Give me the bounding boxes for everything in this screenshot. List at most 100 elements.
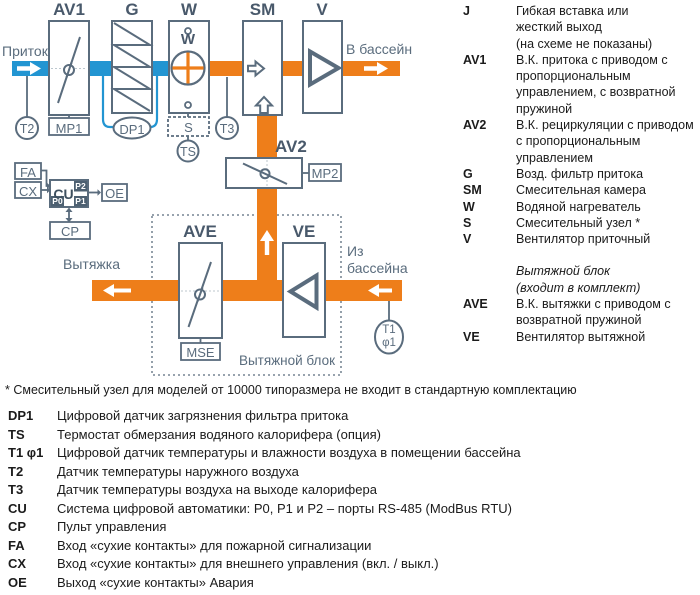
t1-phi1-sensor-label: T1 φ1 [375, 324, 403, 350]
cp-box [49, 221, 91, 240]
abbreviation-key: CX [8, 556, 27, 571]
w-unit-label: W [180, 0, 198, 19]
legend-definition: Вентилятор вытяжной [516, 329, 645, 345]
from-pool-line1: Из [347, 243, 364, 259]
water-heater-symbol [170, 27, 206, 109]
abbreviation-key: T1 φ1 [8, 445, 44, 460]
legend-key: V [463, 232, 472, 247]
legend-definition-line: пропорциональным [516, 69, 631, 84]
legend-definition-line: (на схеме не показаны) [516, 36, 653, 51]
abbreviation-definition: Цифровой датчик загрязнения фильтра прит… [57, 408, 349, 423]
sm-unit-label: SM [249, 0, 276, 19]
legend-key: VE [463, 329, 480, 344]
footnote: * Смесительный узел для моделей от 10000… [5, 383, 577, 397]
legend-definition-line: Смесительный узел * [516, 215, 641, 230]
exhaust-flow-label: Вытяжка [63, 256, 120, 272]
mixing-chamber-arrows [247, 59, 275, 114]
ts-sensor-circle [176, 139, 200, 163]
legend-definition-line: Вентилятор вытяжной [516, 329, 646, 344]
cp-label: CP [60, 224, 80, 239]
sm-right-arrow-icon [247, 59, 266, 78]
legend-key: W [463, 199, 475, 214]
mp2-label: MP2 [311, 166, 339, 181]
av2-damper-symbol [242, 162, 288, 185]
abbreviation-definition: Термостат обмерзания водяного калорифера… [57, 426, 381, 442]
legend-key: J [463, 4, 470, 18]
mse-box [180, 342, 221, 361]
abbreviation-definition: Выход «сухие контакты» Авария [57, 574, 254, 590]
t1-sensor-ellipse [374, 319, 404, 355]
legend-row: V Вентилятор приточный [463, 231, 700, 247]
av1-unit-label: AV1 [53, 0, 85, 19]
t1-label-line2: φ1 [382, 337, 396, 349]
legend-definition: Вытяжной блок(входит в комплект) [516, 263, 640, 296]
legend-definition-line: управлением, с возвратной [516, 85, 676, 100]
sm-up-arrow-icon [253, 95, 275, 114]
abbreviation-key: T3 [8, 482, 24, 497]
legend-definition: Гибкая вставка или жесткий выход(на схеме… [516, 3, 652, 52]
abbreviation-definition: Датчик температуры воздуха на выходе кал… [57, 482, 377, 497]
legend-definition-line: В.К. рециркуляции с приводом [516, 118, 694, 133]
ave-unit-label: AVE [183, 222, 217, 241]
legend-key: AV1 [463, 52, 487, 67]
abbreviation-key: T2 [8, 463, 24, 479]
label-boxes [14, 116, 342, 361]
abbreviation-definition: Система цифровой автоматики: P0, P1 и P2… [57, 500, 512, 516]
p0-port-label: P0 [52, 196, 63, 206]
legend-definition-line: управлением [516, 150, 593, 165]
t3-sensor-label: T3 [219, 121, 235, 136]
t3-sensor-circle [215, 116, 239, 140]
abbreviation-definition: Вход «сухие контакты» для внешнего управ… [57, 556, 439, 571]
fa-label: FA [20, 165, 36, 180]
unit-symbols [57, 22, 343, 328]
legend-definition: Вентилятор приточный [516, 231, 650, 247]
ve-unit-label: VE [292, 222, 316, 241]
legend-row: J Гибкая вставка или жесткий выход(на схем… [463, 3, 700, 52]
dp1-sensor-ellipse [112, 116, 152, 140]
abbreviation-definition: Пульт управления [57, 519, 167, 534]
abbreviation-key: CU [8, 500, 27, 516]
legend-definition-line: В.К. вытяжки с приводом с [516, 297, 671, 312]
p2-port-label: P2 [75, 181, 86, 191]
legend-definition: Водяной нагреватель [516, 199, 641, 215]
mse-label: MSE [186, 345, 215, 360]
legend-definition-line: Возд. фильтр притока [516, 166, 644, 181]
mp1-box [48, 117, 90, 136]
legend-definition-line: Смесительная камера [516, 183, 646, 198]
abbreviation-key: FA [8, 537, 25, 553]
g-unit-label: G [125, 0, 139, 19]
cx-box [14, 181, 42, 199]
legend-definition: Смесительная камера [516, 182, 646, 198]
from-pool-flow-label: Из бассейна [347, 243, 408, 277]
legend-definition-line: Гибкая вставка или [516, 4, 629, 18]
oe-box [101, 183, 128, 202]
recirculation-up-arrow-icon [260, 230, 274, 255]
legend-definition-line: Вентилятор приточный [516, 232, 651, 247]
abbreviation-key: OE [8, 574, 27, 590]
flow-arrows [17, 62, 392, 297]
hvac-schematic-svg [12, 20, 404, 376]
exhaust-duct [92, 280, 402, 301]
exhaust-fan-symbol [286, 271, 319, 312]
t2-sensor-circle [15, 116, 39, 140]
legend-definition-line: с пропорциональным [516, 134, 641, 149]
filter-zigzag-symbol [110, 22, 154, 112]
control-arrowheads [47, 182, 101, 223]
legend-definition-line: возвратной пружиной [516, 313, 642, 328]
cx-label: CX [18, 184, 38, 199]
legend-definition-line: жесткий выход [516, 20, 602, 35]
abbreviation-row: CU Система цифровой автоматики: P0, P1 и … [8, 502, 693, 515]
sensor-shapes [15, 116, 404, 355]
supply-flow-label: Приток [2, 43, 48, 59]
